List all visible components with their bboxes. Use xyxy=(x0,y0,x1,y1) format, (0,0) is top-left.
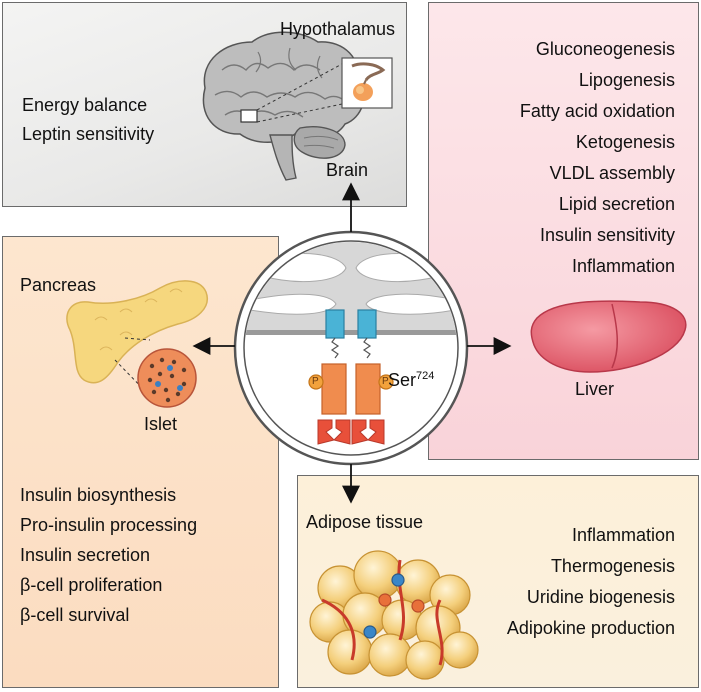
liver-panel xyxy=(428,2,699,460)
ser724-label: Ser724 xyxy=(388,370,435,390)
liver-function-6: Lipid secretion xyxy=(558,194,675,214)
phospho-mark-right: P xyxy=(382,376,389,387)
adipose-organ-label: Adipose tissue xyxy=(306,512,424,532)
liver-function-4: Ketogenesis xyxy=(575,132,675,152)
liver-organ-label: Liver xyxy=(575,379,615,399)
brain-illustration xyxy=(202,31,393,181)
liver-function-2: Lipogenesis xyxy=(578,70,675,90)
residue-name: Ser xyxy=(388,370,417,390)
liver-illustration xyxy=(530,300,687,373)
cell-circle xyxy=(233,230,469,466)
liver-function-5: VLDL assembly xyxy=(549,163,675,183)
adipose-function-2: Thermogenesis xyxy=(550,556,675,576)
liver-function-3: Fatty acid oxidation xyxy=(519,101,675,121)
pancreas-function-1: Insulin biosynthesis xyxy=(20,485,177,505)
pancreas-function-5: β-cell survival xyxy=(20,605,130,625)
arrows xyxy=(192,182,512,504)
pancreas-organ-label: Pancreas xyxy=(20,275,97,295)
phospho-mark-left: P xyxy=(312,376,319,387)
pancreas-function-3: Insulin secretion xyxy=(20,545,151,565)
residue-position: 724 xyxy=(416,370,435,382)
adipose-function-1: Inflammation xyxy=(571,525,675,545)
pancreas-function-2: Pro-insulin processing xyxy=(20,515,198,535)
adipose-illustration xyxy=(309,550,479,680)
brain-function-1: Energy balance xyxy=(22,95,148,115)
liver-function-7: Insulin sensitivity xyxy=(539,225,675,245)
pancreas-illustration xyxy=(66,280,209,408)
liver-function-8: Inflammation xyxy=(571,256,675,276)
adipose-function-3: Uridine biogenesis xyxy=(526,587,675,607)
hypothalamus-title: Hypothalamus xyxy=(279,19,395,39)
pancreas-function-4: β-cell proliferation xyxy=(20,575,163,595)
liver-function-1: Gluconeogenesis xyxy=(535,39,675,59)
brain-organ-label: Brain xyxy=(326,160,369,180)
brain-function-2: Leptin sensitivity xyxy=(22,124,155,144)
adipose-function-4: Adipokine production xyxy=(506,618,675,638)
islet-label: Islet xyxy=(144,414,178,434)
